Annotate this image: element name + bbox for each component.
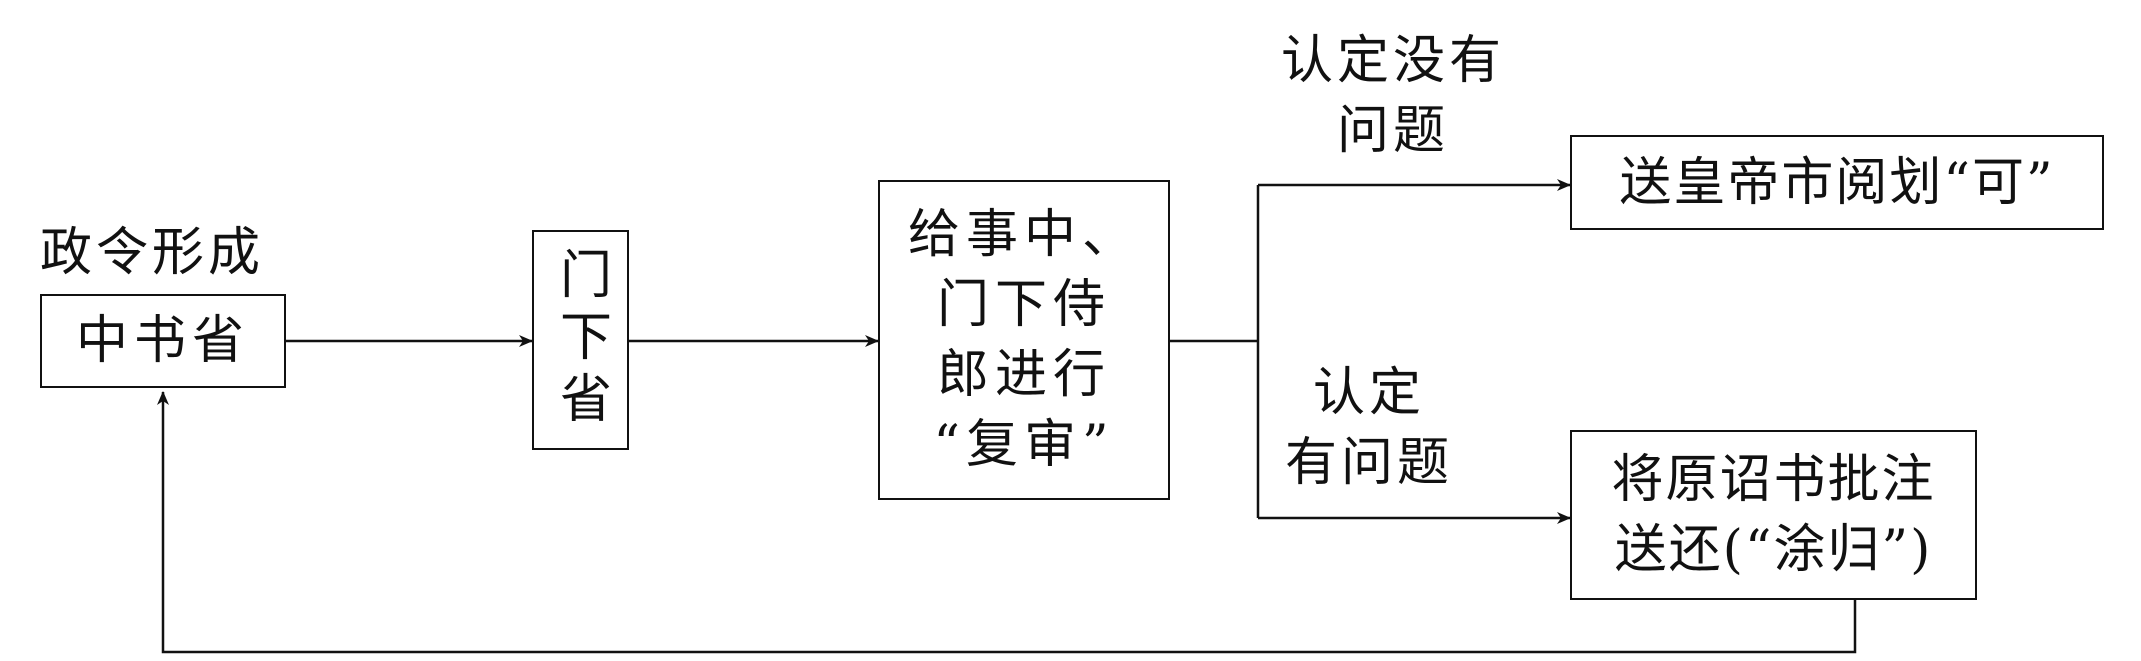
node-zhongshu-label: 中书省 (75, 311, 250, 371)
edge-label-has-problem: 认定 有问题 (1284, 363, 1453, 493)
node-approve: 送皇帝市阅划“可” (1570, 135, 2104, 230)
policy-formation-label: 政令形成 (40, 223, 265, 283)
node-reject-label: 将原诏书批注 送还(“涂归”) (1611, 450, 1936, 580)
node-reject: 将原诏书批注 送还(“涂归”) (1570, 430, 1977, 600)
node-approve-label: 送皇帝市阅划“可” (1619, 152, 2055, 213)
node-menxia-label: 门下省 (550, 247, 611, 433)
node-review: 给事中、 门下侍 郎进行 “复审” (878, 180, 1170, 500)
arrow-reject-back-to-zhongshu (157, 391, 1857, 654)
node-zhongshu: 中书省 (40, 294, 286, 388)
node-review-label: 给事中、 门下侍 郎进行 “复审” (907, 205, 1140, 475)
edge-label-no-problem: 认定没有 问题 (1280, 31, 1505, 161)
node-menxia: 门下省 (532, 230, 629, 450)
